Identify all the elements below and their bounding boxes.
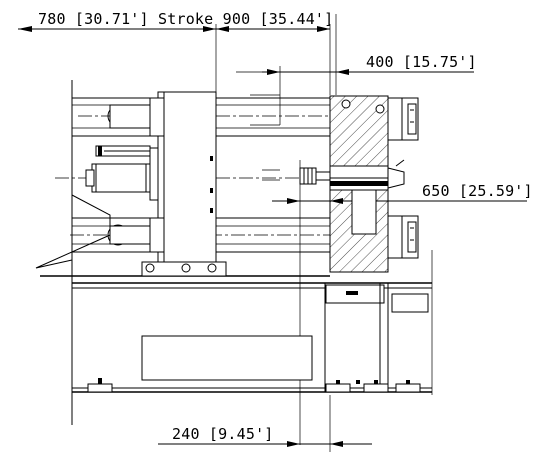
fixed-platen — [387, 97, 433, 395]
moving-platen — [107, 91, 217, 271]
leveling-feet — [87, 378, 421, 393]
dimension-label-400: 400 [15.75'] — [366, 53, 477, 71]
dimension-label-650: 650 [25.59'] — [422, 182, 533, 200]
dimension-label-240: 240 [9.45'] — [172, 425, 274, 443]
ejector-cylinder — [85, 145, 159, 201]
nozzle — [299, 159, 405, 189]
dimension-lines — [18, 14, 527, 452]
mold-section — [329, 95, 389, 273]
guide-rail — [40, 261, 330, 277]
auxiliary-lines — [236, 71, 280, 181]
dimension-label-stroke: 780 [30.71'] Stroke 900 [35.44'] — [38, 10, 333, 28]
machine-base — [71, 282, 432, 393]
